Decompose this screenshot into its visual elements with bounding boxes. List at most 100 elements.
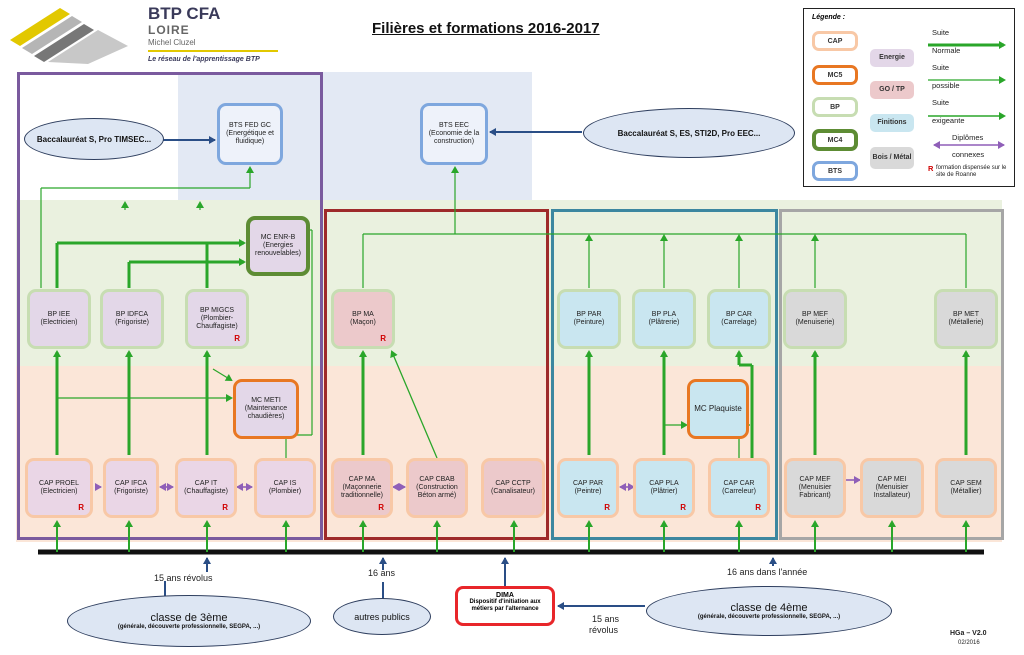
bp-car-desc: (Carrelage) xyxy=(721,319,757,326)
bts-fed-code: BTS FED GC xyxy=(228,122,271,129)
sector-energie xyxy=(17,72,323,540)
node-cap-sem: CAP SEM (Métallier) xyxy=(935,458,997,518)
bp-car-code: BP CAR xyxy=(726,311,752,318)
cap-ifca-code: CAP IFCA xyxy=(114,480,148,487)
age-markers xyxy=(164,557,777,610)
legend-cap: CAP xyxy=(812,31,858,51)
logo-region: LOIRE xyxy=(148,23,190,37)
cap-sem-code: CAP SEM xyxy=(950,480,982,487)
bp-met-desc: (Métallerie) xyxy=(948,319,984,326)
bp-pla-code: BP PLA xyxy=(651,311,677,318)
legend-arrow-possible-2: possible xyxy=(932,81,960,90)
bp-pla-desc: (Plâtrerie) xyxy=(648,319,680,326)
legend-arrow-normal-2: Normale xyxy=(932,46,961,55)
mc-enrb-desc: (Energies renouvelables) xyxy=(255,242,301,257)
node-bp-par: BP PAR (Peinture) xyxy=(557,289,621,349)
node-cap-cbab: CAP CBAB (Construction Béton armé) xyxy=(406,458,468,518)
node-cap-ma: CAP MA (Maçonnerie traditionnelle) R xyxy=(331,458,393,518)
bp-idfca-code: BP IDFCA xyxy=(115,311,149,318)
node-mc-plaquiste: MC Plaquiste xyxy=(687,379,749,439)
node-cap-proel: CAP PROEL (Electricien) R xyxy=(25,458,93,518)
cap-mei-code: CAP MEI xyxy=(877,476,907,483)
logo-name: BTP CFA xyxy=(148,4,221,23)
legend-arrow-exigeante-2: exigeante xyxy=(932,116,965,125)
label-15-ans: 15 ans xyxy=(592,614,620,624)
cap-pla-code: CAP PLA xyxy=(649,480,679,487)
r-mark: R xyxy=(378,503,384,512)
legend-energie: Energie xyxy=(870,49,914,67)
cap-it-desc: (Chauffagiste) xyxy=(184,488,228,495)
node-cap-it: CAP IT (Chauffagiste) R xyxy=(175,458,237,518)
cap-mef-desc: (Menuisier Fabricant) xyxy=(798,484,832,499)
cap-proel-code: CAP PROEL xyxy=(39,480,79,487)
label-16-ans: 16 ans xyxy=(368,568,396,578)
legend-r-mark: R xyxy=(928,164,934,173)
cbab-to-bpma-arrow xyxy=(390,350,438,459)
r-mark: R xyxy=(380,334,386,343)
node-bp-mef: BP MEF (Menuiserie) xyxy=(783,289,847,349)
ellipse-bac-right: Baccalauréat S, ES, STI2D, Pro EEC... xyxy=(583,108,795,158)
bp-mef-code: BP MEF xyxy=(802,311,828,318)
bp-mef-desc: (Menuiserie) xyxy=(795,319,835,326)
node-bts-eec: BTS EEC (Economie de la construction) xyxy=(420,103,488,165)
bts-fed-desc: (Energétique et fluidique) xyxy=(226,130,274,145)
cap-to-bp-arrows xyxy=(53,350,970,455)
node-bp-car: BP CAR (Carrelage) xyxy=(707,289,771,349)
bp-to-bts-fed-arrows xyxy=(40,166,254,288)
mc-meti-desc: (Maintenance chaudières) xyxy=(244,405,288,420)
r-mark: R xyxy=(222,503,228,512)
node-bp-idfca: BP IDFCA (Frigoriste) xyxy=(100,289,164,349)
node-cap-ifca: CAP IFCA (Frigoriste) xyxy=(103,458,159,518)
legend: Légende : CAP MC5 BP MC4 BTS Energie GO … xyxy=(803,8,1015,187)
ellipse-autres-publics: autres publics xyxy=(333,598,431,635)
dima-title: DIMA xyxy=(496,592,514,599)
ellipse-classe-4eme: classe de 4ème (générale, découverte pro… xyxy=(646,586,892,636)
dima-text: Dispositif d'initiation aux métiers par … xyxy=(469,599,541,612)
legend-arrow-connexes-1: Diplômes xyxy=(952,133,984,142)
cap-car-desc: (Carreleur) xyxy=(722,488,756,495)
dima-box: DIMA Dispositif d'initiation aux métiers… xyxy=(455,586,555,626)
logo-stripes-icon xyxy=(10,8,128,64)
cap-cctp-code: CAP CCTP xyxy=(495,480,531,487)
node-bts-fed-gc: BTS FED GC (Energétique et fluidique) xyxy=(217,103,283,165)
bp-migcs-desc: (Plombier-Chauffagiste) xyxy=(196,315,238,330)
version-label: HGa – V2.0 xyxy=(950,630,987,637)
cap-sem-desc: (Métallier) xyxy=(950,488,982,495)
node-mc-enr-b: MC ENR-B (Energies renouvelables) xyxy=(246,216,310,276)
energie-cap-links xyxy=(57,229,313,458)
label-revolus: révolus xyxy=(589,625,619,635)
r-mark: R xyxy=(78,503,84,512)
bp-idfca-desc: (Frigoriste) xyxy=(115,319,149,326)
label-16-ans-dans-lannee: 16 ans dans l'année xyxy=(727,567,808,577)
mc-meti-code: MC METI xyxy=(251,397,281,404)
bp-to-bts-eec-arrows xyxy=(362,166,967,288)
mc-plaquiste-code: MC Plaquiste xyxy=(694,404,742,413)
legend-mc5: MC5 xyxy=(812,65,858,85)
entry-arrows xyxy=(53,520,970,552)
classe3-sub: (générale, découverte professionnelle, S… xyxy=(117,624,261,630)
legend-arrow-exigeante-1: Suite xyxy=(932,98,950,107)
bts-eec-code: BTS EEC xyxy=(439,122,469,129)
bp-iee-code: BP IEE xyxy=(47,311,71,318)
node-bp-met: BP MET (Métallerie) xyxy=(934,289,998,349)
node-cap-pla: CAP PLA (Plâtrier) R xyxy=(633,458,695,518)
cap-mef-code: CAP MEF xyxy=(799,476,831,483)
node-cap-par: CAP PAR (Peintre) R xyxy=(557,458,619,518)
node-cap-mei: CAP MEI (Menuisier Installateur) xyxy=(860,458,924,518)
cap-mei-desc: (Menuisier Installateur) xyxy=(873,484,911,499)
bp-par-code: BP PAR xyxy=(576,311,602,318)
bts-eec-desc: (Economie de la construction) xyxy=(428,130,480,145)
bp-ma-code: BP MA xyxy=(352,311,374,318)
legend-bois-metal: Bois / Métal xyxy=(870,147,914,169)
node-cap-car: CAP CAR (Carreleur) R xyxy=(708,458,770,518)
bp-migcs-code: BP MIGCS xyxy=(199,307,235,314)
mc-enrb-code: MC ENR-B xyxy=(260,234,296,241)
node-cap-cctp: CAP CCTP (Canalisateur) xyxy=(481,458,545,518)
bp-to-mcenrb-arrows xyxy=(55,239,246,288)
node-bp-pla: BP PLA (Plâtrerie) xyxy=(632,289,696,349)
logo-underline xyxy=(148,50,278,52)
cap-par-desc: (Peintre) xyxy=(574,488,602,495)
cap-it-code: CAP IT xyxy=(194,480,218,487)
classe3-title: classe de 3ème xyxy=(150,612,228,624)
